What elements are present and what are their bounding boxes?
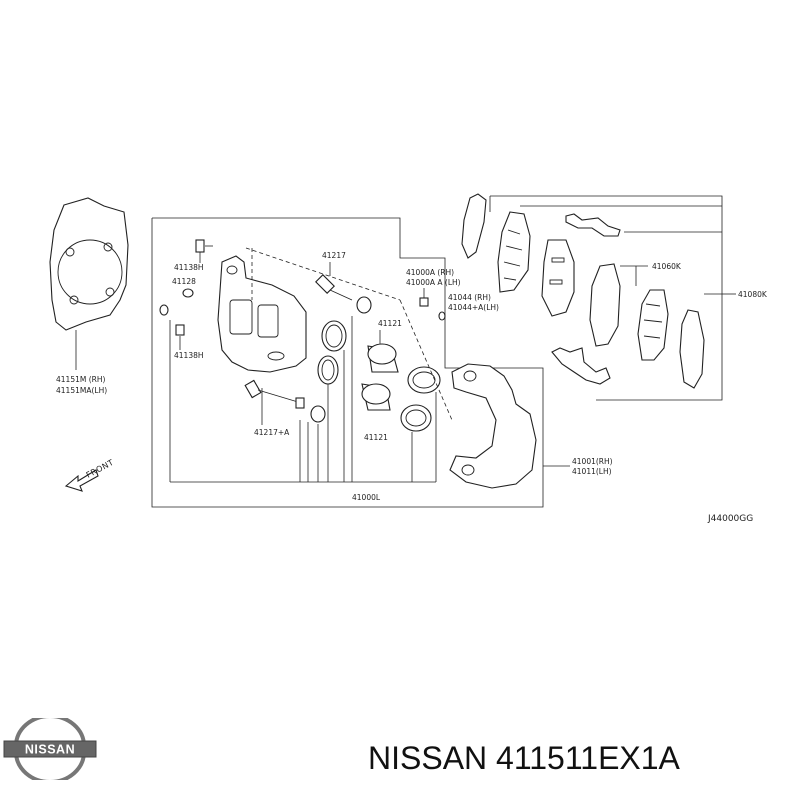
bleeder-screw-bottom bbox=[175, 324, 185, 336]
caliper-label-lh: 41000A A (LH) bbox=[406, 278, 461, 287]
piston-seal-top bbox=[321, 320, 347, 352]
pin-boot-top bbox=[356, 296, 372, 314]
bolt-label-lh: 41044+A(LH) bbox=[448, 303, 499, 312]
inner-pad-backing bbox=[637, 289, 669, 361]
bolt-label-rh: 41044 (RH) bbox=[448, 293, 491, 302]
pin-boot-bottom bbox=[310, 405, 326, 423]
nissan-logo-text: NISSAN bbox=[25, 743, 75, 757]
piston-seal-middle bbox=[317, 355, 339, 385]
caliper-assembly-label: 41000L bbox=[352, 493, 381, 502]
bleeder-label-bottom: 41138H bbox=[174, 351, 204, 360]
anti-rattle-clip-bottom bbox=[551, 347, 611, 385]
outer-pad-part bbox=[541, 239, 575, 317]
pin-label-bottom: 41217+A bbox=[254, 428, 290, 437]
caliper-label-rh: 41000A (RH) bbox=[406, 268, 454, 277]
inner-shim-part bbox=[679, 309, 705, 389]
guide-pin-bottom bbox=[244, 379, 305, 409]
outer-shim-part bbox=[461, 193, 487, 259]
dust-seal-bottom bbox=[400, 404, 432, 432]
shim-kit-label: 41080K bbox=[738, 290, 768, 299]
inner-pad-part bbox=[589, 263, 621, 347]
piston-bottom bbox=[361, 383, 391, 411]
anti-rattle-clip-top bbox=[565, 213, 621, 237]
caliper-support-part bbox=[399, 299, 537, 489]
outer-pad-backing bbox=[497, 211, 531, 293]
piston-label-bottom: 41121 bbox=[364, 433, 388, 442]
bleeder-label-top: 41138H bbox=[174, 263, 204, 272]
bracket-label-rh: 41151M (RH) bbox=[56, 375, 105, 384]
diagram-id-label: J44000GG bbox=[707, 514, 753, 524]
bracket-label-lh: 41151MA(LH) bbox=[56, 386, 107, 395]
pad-kit-label: 41060K bbox=[652, 262, 682, 271]
caliper-group-frame bbox=[151, 217, 544, 508]
front-label: FRONT bbox=[85, 458, 116, 480]
pin-label-top: 41217 bbox=[322, 251, 346, 260]
guide-pin-top bbox=[315, 274, 353, 301]
front-direction-arrow bbox=[64, 469, 99, 492]
mounting-bolt-part bbox=[419, 297, 429, 307]
bleeder-screw-top bbox=[195, 239, 213, 253]
cap-label: 41128 bbox=[172, 277, 196, 286]
piston-top bbox=[367, 343, 399, 373]
nissan-logo: NISSAN bbox=[3, 718, 97, 780]
part-number-title: NISSAN 411511EX1A bbox=[368, 740, 680, 776]
assembly-leader-lines bbox=[169, 316, 437, 483]
support-label-rh: 41001(RH) bbox=[572, 457, 613, 466]
splash-shield-part bbox=[49, 197, 129, 370]
washer-part bbox=[438, 311, 446, 321]
cap-part bbox=[182, 288, 194, 298]
piston-label-top: 41121 bbox=[378, 319, 402, 328]
dust-seal-top bbox=[407, 366, 441, 394]
caliper-body-part bbox=[217, 247, 401, 373]
pad-group-frame bbox=[490, 195, 723, 401]
support-label-lh: 41011(LH) bbox=[572, 467, 612, 476]
dust-cap-part bbox=[159, 304, 169, 316]
